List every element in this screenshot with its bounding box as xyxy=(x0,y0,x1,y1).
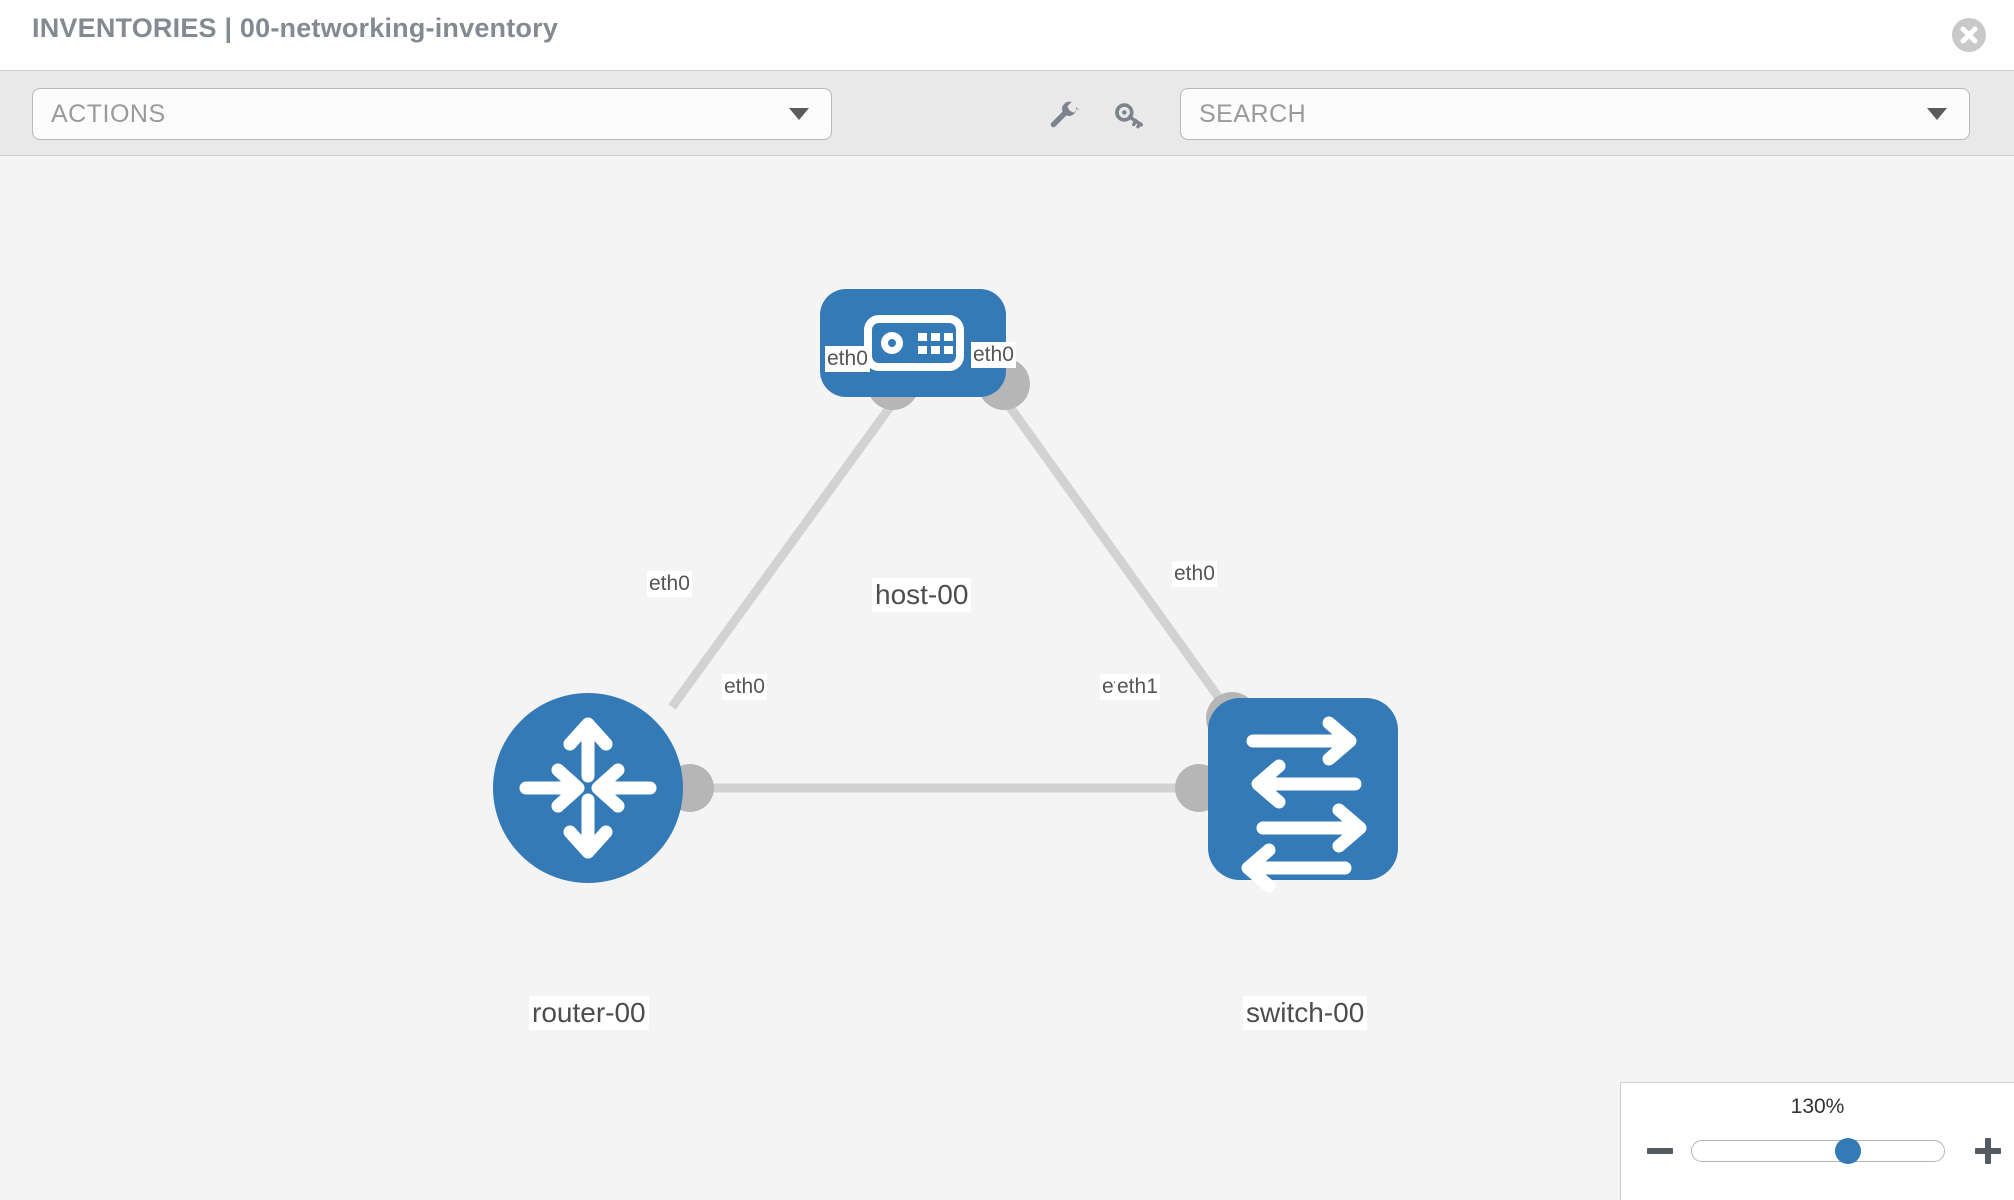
node-label-host-00: host-00 xyxy=(872,578,972,612)
link-host-switch xyxy=(998,393,1236,719)
plus-icon[interactable] xyxy=(1971,1134,2005,1168)
zoom-slider-track[interactable] xyxy=(1691,1138,1945,1164)
search-dropdown[interactable]: SEARCH xyxy=(1180,88,1970,140)
toolbar: ACTIONS SEARCH xyxy=(0,70,2014,156)
zoom-slider-thumb[interactable] xyxy=(1835,1138,1862,1164)
topology-graph xyxy=(493,289,1398,893)
node-switch-00[interactable] xyxy=(1208,698,1398,893)
port-label-switch-eth1: eth1 xyxy=(1115,674,1160,700)
port-label-router-eth0: eth0 xyxy=(722,674,767,700)
port-label-router-host-eth0: eth0 xyxy=(647,571,692,597)
router-arrows-icon xyxy=(519,717,657,859)
port-label-host-eth0-left: eth0 xyxy=(825,346,870,372)
server-icon xyxy=(864,315,964,371)
link-router-host xyxy=(668,393,902,710)
page-header: INVENTORIES | 00-networking-inventory xyxy=(0,0,2014,70)
close-icon[interactable] xyxy=(1952,18,1986,52)
key-icon[interactable] xyxy=(1113,99,1147,133)
page-title: INVENTORIES | 00-networking-inventory xyxy=(32,13,559,43)
zoom-control-panel: 130% xyxy=(1620,1082,2014,1200)
zoom-level-label: 130% xyxy=(1790,1095,1845,1118)
port-label-host-eth0-right: eth0 xyxy=(971,342,1016,368)
wrench-icon[interactable] xyxy=(1047,99,1081,133)
link-group xyxy=(668,393,1236,793)
port-label-switch-host-eth0: eth0 xyxy=(1172,561,1217,587)
search-input[interactable]: SEARCH xyxy=(1199,99,1307,128)
topology-canvas[interactable]: eth0 eth0 eth0 eth0 eth0 eth0 eth1 host-… xyxy=(0,156,2014,1200)
node-router-00[interactable] xyxy=(493,693,683,883)
chevron-down-icon xyxy=(789,108,809,120)
zoom-slider-row xyxy=(1621,1131,2014,1171)
actions-dropdown-label: ACTIONS xyxy=(51,99,166,128)
node-label-switch-00: switch-00 xyxy=(1243,996,1368,1030)
minus-icon[interactable] xyxy=(1643,1134,1677,1168)
switch-arrows-icon xyxy=(1241,716,1367,893)
actions-dropdown[interactable]: ACTIONS xyxy=(32,88,832,140)
node-label-router-00: router-00 xyxy=(529,996,649,1030)
chevron-down-icon xyxy=(1927,108,1947,120)
